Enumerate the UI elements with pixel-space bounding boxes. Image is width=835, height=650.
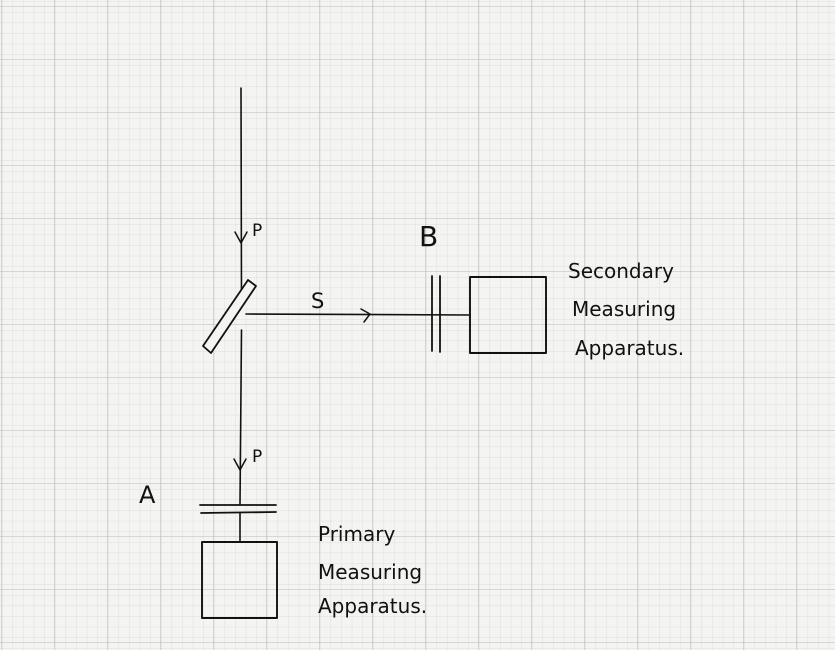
transmitted-beam-arrow <box>233 458 247 471</box>
reflected-beam-label: S <box>311 289 324 313</box>
incoming-beam-arrow <box>234 231 248 244</box>
transmitted-beam-line <box>239 329 243 505</box>
reflected-beam-line <box>245 313 471 316</box>
secondary-apparatus-label-line3: Apparatus. <box>575 336 684 360</box>
filter-b <box>431 275 441 353</box>
reflected-beam-arrow <box>360 308 371 323</box>
filter-a <box>199 504 277 514</box>
primary-apparatus-box <box>201 541 278 619</box>
secondary-apparatus-box <box>469 276 547 354</box>
primary-apparatus-label-line3: Apparatus. <box>318 594 427 618</box>
primary-apparatus-label-line2: Measuring <box>318 560 422 584</box>
incoming-beam-label: P <box>252 221 262 241</box>
primary-apparatus-label-line1: Primary <box>318 522 395 546</box>
filter-b-label: B <box>419 220 438 253</box>
filter-a-label: A <box>139 481 156 509</box>
secondary-apparatus-label-line2: Measuring <box>572 297 676 321</box>
transmitted-beam-label: P <box>252 447 262 467</box>
secondary-apparatus-label-line1: Secondary <box>568 259 674 283</box>
beam-splitter <box>202 279 257 354</box>
incoming-beam-line <box>240 87 243 304</box>
